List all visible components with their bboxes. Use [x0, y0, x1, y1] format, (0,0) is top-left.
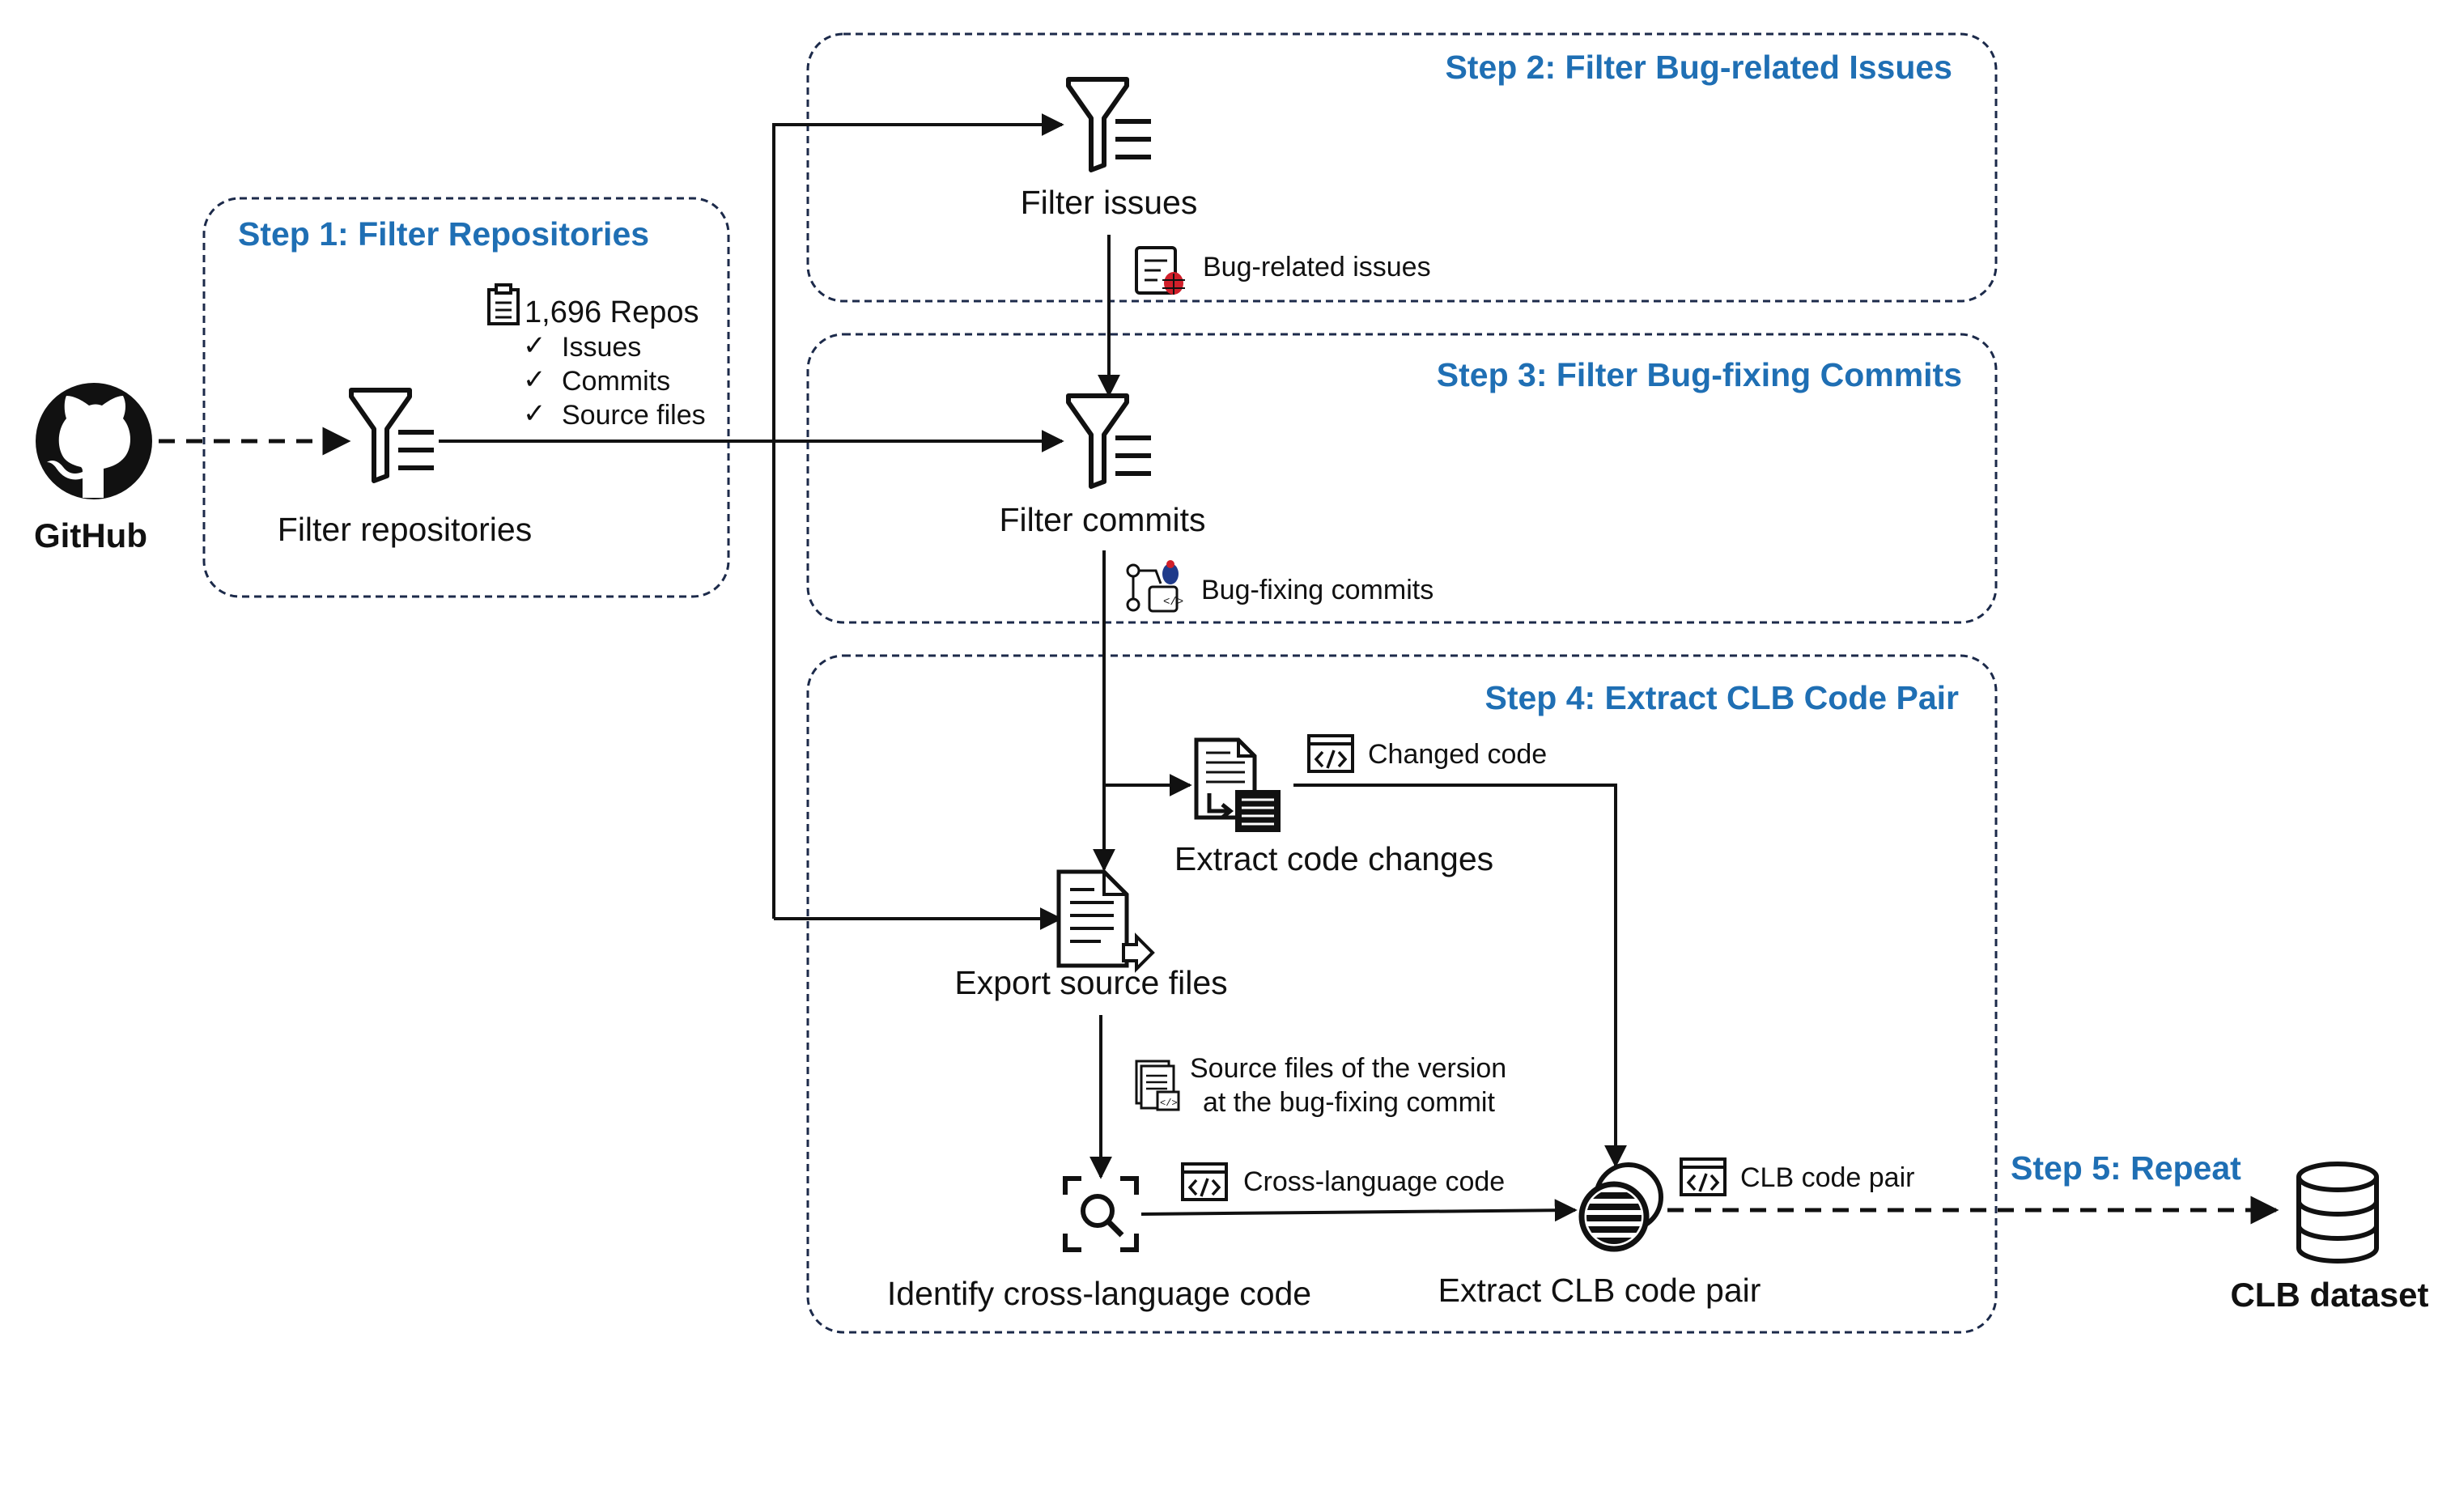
github-logo-icon [36, 383, 152, 499]
export-source-label: Export source files [954, 964, 1227, 1001]
merge-circle-icon [1578, 1162, 1663, 1252]
search-scan-icon [1063, 1176, 1139, 1252]
bug-issues-label: Bug-related issues [1203, 252, 1431, 282]
bug-commit-icon: </> [1126, 560, 1183, 613]
extract-changes-label: Extract code changes [1174, 840, 1493, 877]
document-changes-icon [1194, 737, 1281, 832]
check-source-files: Source files [562, 400, 706, 431]
source-files-icon: </> [1135, 1060, 1180, 1111]
step3-title: Step 3: Filter Bug-fixing Commits [1437, 356, 1962, 393]
check-icon: ✓ [523, 398, 546, 429]
step5-title: Step 5: Repeat [2011, 1149, 2241, 1187]
edge-changes-pair [1293, 784, 1627, 1168]
filter-commits-label: Filter commits [999, 501, 1205, 538]
svg-text:</>: </> [1160, 1098, 1178, 1109]
check-commits: Commits [562, 366, 670, 397]
code-tag-icon [1680, 1157, 1727, 1196]
source-version-line2: at the bug-fixing commit [1203, 1087, 1495, 1118]
database-icon [2296, 1162, 2379, 1264]
step4-box [806, 654, 1998, 1334]
filter-funnel-icon [1068, 396, 1151, 486]
step2-title: Step 2: Filter Bug-related Issues [1445, 49, 1952, 86]
dataset-label: CLB dataset [2230, 1276, 2428, 1314]
step4-title: Step 4: Extract CLB Code Pair [1484, 679, 1959, 716]
source-version-line1: Source files of the version [1190, 1053, 1506, 1084]
edge-trunk-issues [772, 113, 1064, 919]
identify-cross-label: Identify cross-language code [887, 1275, 1311, 1312]
filter-funnel-icon [351, 390, 434, 481]
svg-text:</>: </> [1163, 596, 1183, 609]
step2-box [806, 32, 1998, 303]
filter-funnel-icon [1068, 79, 1151, 170]
cross-code-label: Cross-language code [1243, 1166, 1505, 1197]
check-icon: ✓ [523, 330, 546, 361]
filter-repos-label: Filter repositories [278, 511, 532, 548]
clb-pair-label: CLB code pair [1740, 1162, 1914, 1193]
changed-code-label: Changed code [1368, 739, 1547, 770]
check-icon: ✓ [523, 364, 546, 395]
code-tag-icon [1181, 1162, 1228, 1201]
code-tag-icon [1307, 734, 1354, 773]
bug-issue-icon [1135, 246, 1185, 295]
step1-box [202, 197, 730, 598]
step3-box [806, 333, 1998, 624]
check-issues: Issues [562, 332, 641, 363]
clipboard-icon [487, 283, 520, 325]
edge-identify-pair [1140, 1199, 1578, 1222]
repo-count: 1,696 Repos [525, 295, 699, 329]
github-label: GitHub [34, 516, 147, 554]
extract-pair-label: Extract CLB code pair [1438, 1272, 1761, 1309]
filter-issues-label: Filter issues [1021, 184, 1198, 221]
step1-title: Step 1: Filter Repositories [238, 215, 649, 253]
document-export-icon [1056, 869, 1155, 973]
bug-commits-label: Bug-fixing commits [1201, 575, 1433, 605]
